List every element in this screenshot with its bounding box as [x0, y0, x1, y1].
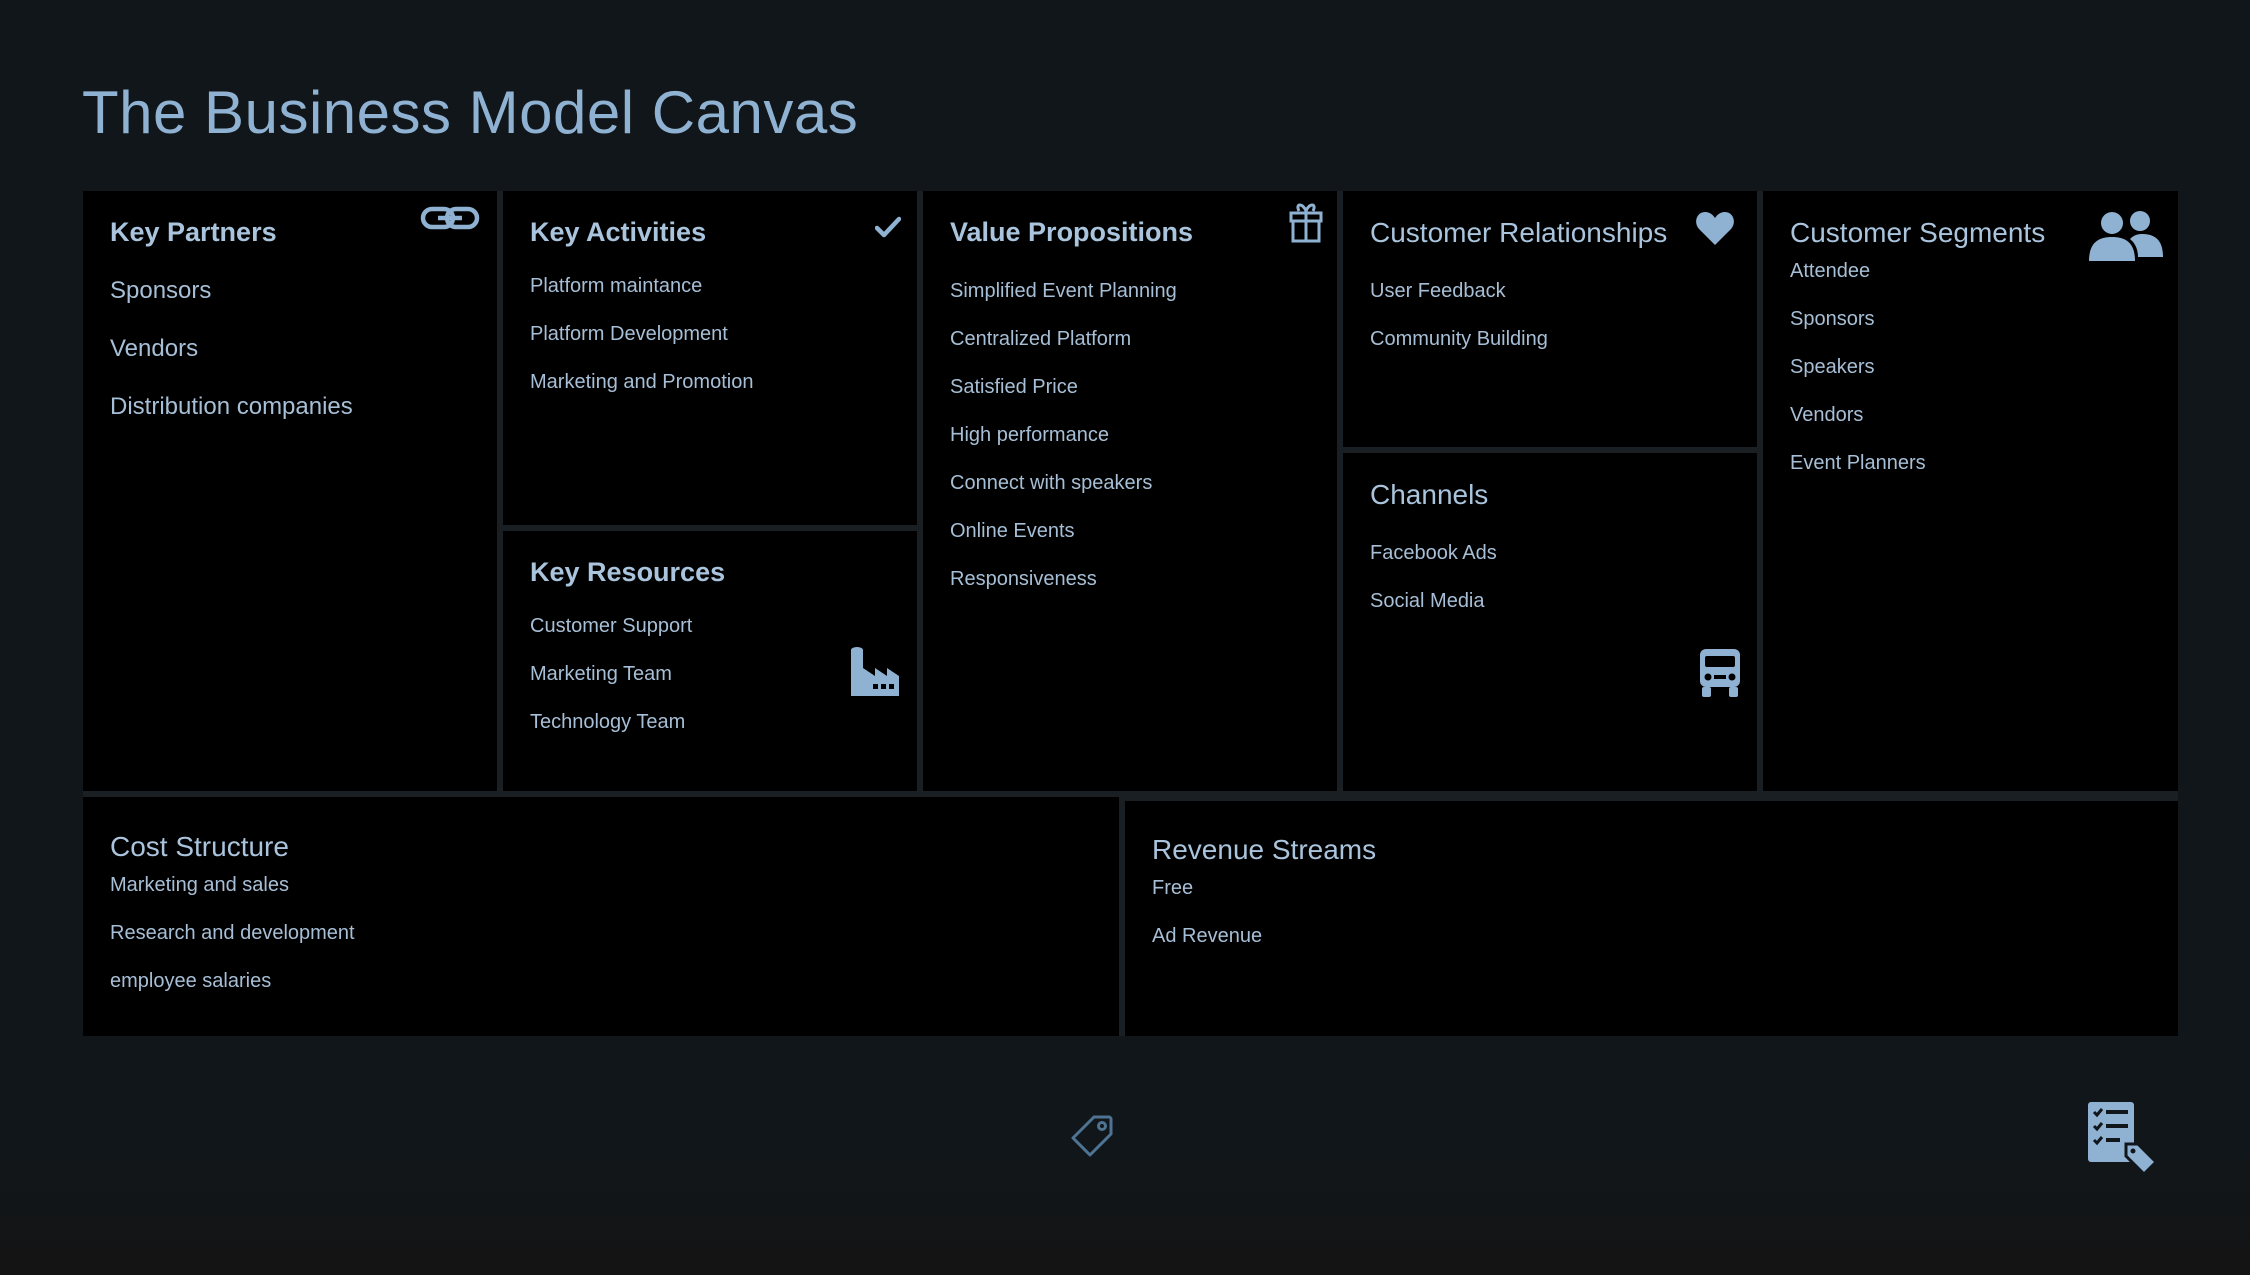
- customer-relationships-block: Customer Relationships User Feedback Com…: [1343, 191, 1757, 447]
- heart-icon: [1695, 210, 1735, 246]
- list-item: Attendee: [1790, 260, 1871, 282]
- list-item: Sponsors: [110, 277, 212, 304]
- list-item: Sponsors: [1790, 308, 1875, 330]
- list-item: Event Planners: [1790, 452, 1926, 474]
- customer-segments-block: Customer Segments Attendee Sponsors Spea…: [1763, 191, 2178, 791]
- list-item: Platform maintance: [530, 275, 703, 297]
- list-item: Marketing Team: [530, 663, 672, 685]
- list-item: Free: [1152, 877, 1194, 899]
- list-item: Responsiveness: [950, 568, 1097, 590]
- list-item: Speakers: [1790, 356, 1875, 378]
- customer-relationships-title: Customer Relationships: [1370, 217, 1668, 248]
- list-item: Centralized Platform: [950, 328, 1132, 350]
- list-item: Distribution companies: [110, 393, 353, 420]
- list-item: Online Events: [950, 520, 1075, 542]
- key-activities-title: Key Activities: [530, 217, 707, 247]
- list-item: Simplified Event Planning: [950, 280, 1177, 302]
- list-item: High performance: [950, 424, 1109, 446]
- channels-block: Channels Facebook Ads Social Media: [1343, 453, 1757, 791]
- list-item: Connect with speakers: [950, 472, 1153, 494]
- price-list-icon: [2086, 1100, 2159, 1181]
- revenue-streams-title: Revenue Streams: [1152, 834, 1377, 865]
- truck-icon: [1699, 647, 1741, 699]
- key-partners-block: Key Partners Sponsors Vendors Distributi…: [83, 191, 497, 791]
- list-item: Social Media: [1370, 590, 1485, 612]
- key-activities-block: Key Activities Platform maintance Platfo…: [503, 191, 917, 525]
- list-item: Community Building: [1370, 328, 1548, 350]
- customer-segments-title: Customer Segments: [1790, 217, 2046, 248]
- checkmark-icon: [875, 216, 901, 238]
- list-item: Marketing and Promotion: [530, 371, 754, 393]
- link-icon: [420, 203, 480, 233]
- factory-icon: [849, 646, 901, 696]
- list-item: Marketing and sales: [110, 874, 289, 896]
- key-resources-block: Key Resources Customer Support Marketing…: [503, 531, 917, 791]
- key-partners-title: Key Partners: [110, 217, 277, 247]
- tag-icon: [1070, 1114, 1114, 1163]
- list-item: Technology Team: [530, 711, 686, 733]
- list-item: Ad Revenue: [1152, 925, 1263, 947]
- list-item: Research and development: [110, 922, 355, 944]
- gift-icon: [1289, 201, 1323, 243]
- list-item: Platform Development: [530, 323, 728, 345]
- value-propositions-block: Value Propositions Simplified Event Plan…: [923, 191, 1337, 791]
- list-item: employee salaries: [110, 970, 272, 992]
- cost-structure-block: Cost Structure Marketing and sales Resea…: [83, 797, 1119, 1036]
- page-title: The Business Model Canvas: [82, 79, 859, 146]
- list-item: Facebook Ads: [1370, 542, 1497, 564]
- users-icon: [2088, 209, 2164, 261]
- list-item: User Feedback: [1370, 280, 1506, 302]
- list-item: Customer Support: [530, 615, 693, 637]
- list-item: Satisfied Price: [950, 376, 1078, 398]
- business-model-canvas: Key Partners Sponsors Vendors Distributi…: [83, 191, 2178, 1036]
- list-item: Vendors: [110, 335, 199, 362]
- list-item: Vendors: [1790, 404, 1864, 426]
- value-propositions-title: Value Propositions: [950, 217, 1194, 247]
- channels-title: Channels: [1370, 479, 1489, 510]
- cost-structure-title: Cost Structure: [110, 831, 289, 862]
- key-resources-title: Key Resources: [530, 557, 726, 587]
- revenue-streams-block: Revenue Streams Free Ad Revenue: [1125, 801, 2178, 1036]
